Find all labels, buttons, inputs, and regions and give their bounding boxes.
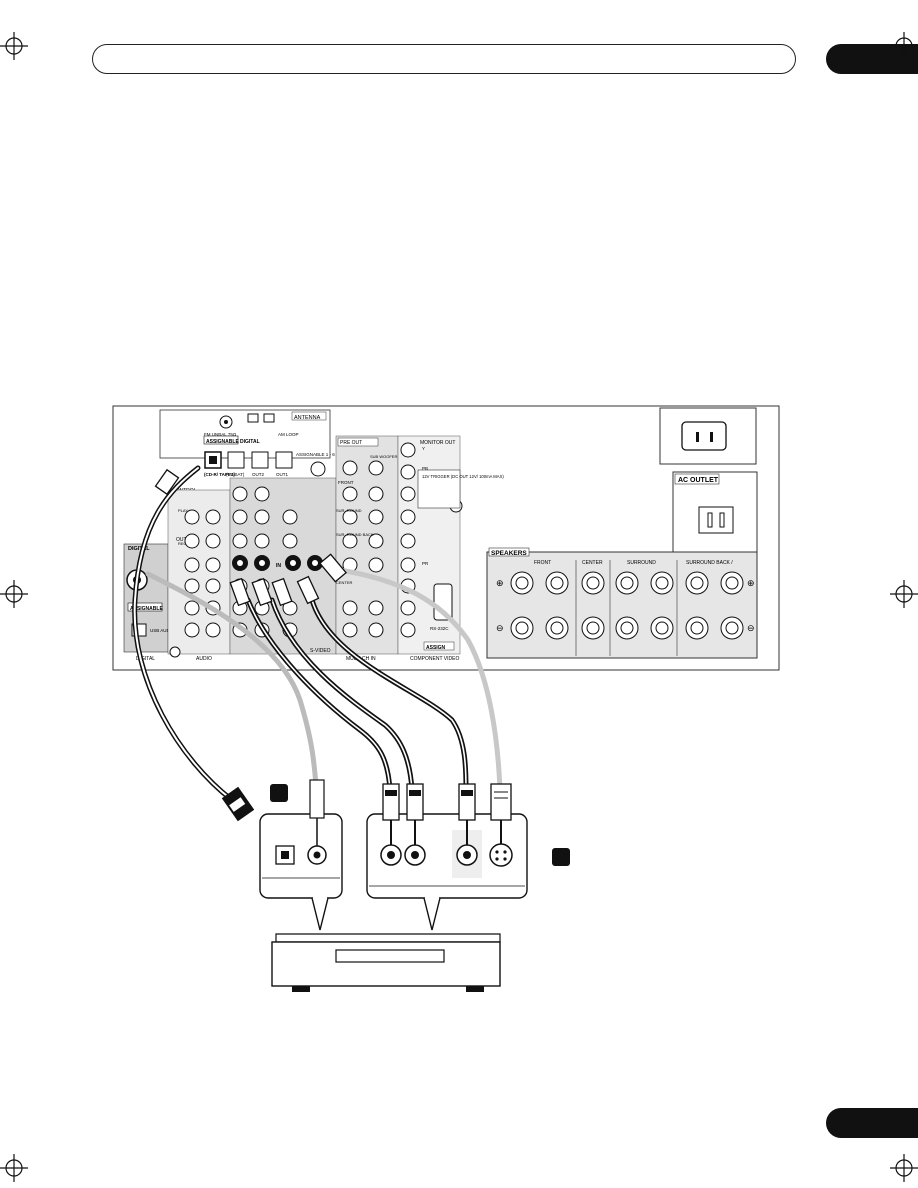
- monitor-out-label: MONITOR OUT: [420, 440, 455, 446]
- registration-mark-top-right: [890, 32, 918, 60]
- pr-label: PR: [422, 561, 429, 566]
- antenna-label: ANTENNA: [294, 415, 321, 421]
- source-device: [271, 933, 501, 992]
- assignable-1-6-label: ASSIGNABLE 1 - 6: [296, 452, 335, 457]
- digital-left-label: DIGITAL: [128, 546, 150, 552]
- component-video-label: COMPONENT VIDEO: [410, 656, 459, 662]
- trigger-label: 12V TRIGGER (DC OUT 12V/ 100mA MAX): [422, 474, 504, 479]
- speaker-terminals: [510, 571, 744, 640]
- speaker-center-label: CENTER: [582, 560, 603, 566]
- page-number-tab: [826, 1108, 918, 1138]
- center-label: CENTER: [336, 580, 353, 585]
- receiver-side-plugs: [154, 468, 347, 607]
- callout-b: [366, 783, 570, 931]
- digital-label: DIGITAL: [240, 439, 260, 445]
- disc-tray-icon: [335, 949, 445, 963]
- chapter-number-tab: [826, 44, 918, 74]
- ac-outlet-icon: [698, 506, 734, 534]
- out1-label: OUT1: [276, 472, 288, 477]
- s-video-label: S-VIDEO: [310, 648, 331, 654]
- callout-a: [221, 779, 343, 931]
- am-loop-label: AM LOOP: [278, 432, 299, 437]
- assignable-label: ASSIGNABLE: [206, 439, 239, 445]
- square-marker-icon: [552, 848, 570, 866]
- audio-group-label: AUDIO: [196, 656, 212, 662]
- speaker-surround-back-label: SURROUND BACK /: [686, 560, 733, 566]
- speaker-surround-label: SURROUND: [627, 560, 656, 566]
- registration-mark-mid-right: [890, 580, 918, 608]
- receiver-rear-panel: AC OUTLET SPEAKERS FRONT CENTER SURROUND…: [112, 405, 780, 671]
- chapter-header-bar: [92, 44, 796, 74]
- play-label: PLAY: [178, 508, 188, 513]
- plus-sign-left: ⊕: [496, 578, 504, 588]
- fm-label: FM UNBAL 75Ω: [204, 432, 237, 437]
- plus-sign-right: ⊕: [747, 578, 755, 588]
- assignable-left-label: ASSIGNABLE: [130, 606, 163, 612]
- cables: [132, 465, 503, 803]
- speaker-front-label: FRONT: [534, 560, 551, 566]
- out-label: OUT: [176, 537, 187, 543]
- usb-audio-label: USB AUDIO: [150, 628, 175, 633]
- y-label: Y: [422, 446, 425, 451]
- out2-label: OUT2: [252, 472, 264, 477]
- rs232c-label: RS-232C: [430, 626, 449, 631]
- surround-label: SUR- ROUND: [336, 508, 362, 513]
- speakers-label: SPEAKERS: [491, 550, 527, 557]
- tv-sat-label: (TV/SAT): [226, 472, 245, 477]
- registration-mark-bottom-left: [0, 1154, 28, 1182]
- registration-mark-top-left: [0, 32, 28, 60]
- power-inlet-icon: [681, 421, 727, 451]
- surround-back-label: SUR- ROUND BACK: [336, 532, 374, 537]
- cd-r-tape1-label: (CD-R/ TAPE1): [204, 472, 235, 477]
- assign-label: ASSIGN: [426, 645, 446, 651]
- square-marker-icon: [270, 784, 288, 802]
- selected-input-jacks: [232, 555, 323, 571]
- ac-outlet-label: AC OUTLET: [678, 477, 719, 484]
- subwoofer-label: SUB WOOFER: [370, 454, 397, 459]
- registration-mark-mid-left: [0, 580, 28, 608]
- registration-mark-bottom-right: [890, 1154, 918, 1182]
- minus-sign-left: ⊖: [496, 623, 504, 633]
- digital-group-label: DIGITAL: [136, 656, 155, 662]
- in-jack-label: IN: [276, 563, 281, 569]
- minus-sign-right: ⊖: [747, 623, 755, 633]
- pb-label: PB: [422, 466, 428, 471]
- front-label: FRONT: [338, 480, 354, 485]
- pre-out-label: PRE OUT: [340, 440, 362, 446]
- rec-label: REC: [178, 541, 187, 546]
